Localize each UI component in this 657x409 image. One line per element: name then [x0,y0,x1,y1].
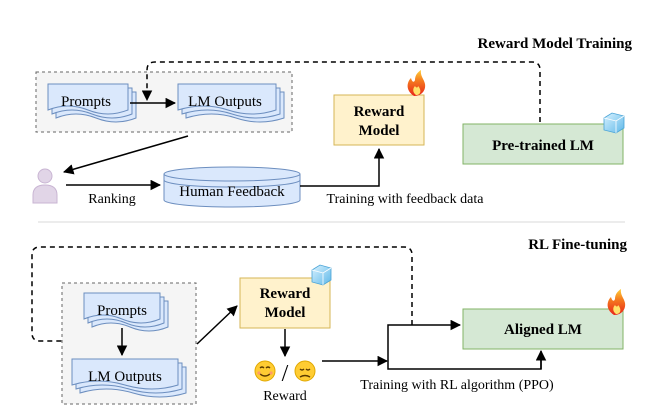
sad-face-icon [294,360,316,382]
outputs-to-user-arrow [62,135,189,175]
reward-model-label-bottom-line1: Reward [260,286,311,302]
pretrained-lm-box [462,123,624,165]
rl-prompts-label: Prompts [97,303,147,319]
fire-icon [407,70,426,96]
outputs-to-rl-reward-arrow [196,305,238,345]
rl-prompts-doc-stack: Prompts [83,292,169,332]
reward-label: Reward [263,389,307,404]
ice-cube-icon [311,264,332,286]
rl-lm-outputs-label: LM Outputs [88,369,162,385]
pretrained-to-outputs-dashed-arrow [141,61,541,122]
prompts-label: Prompts [61,94,111,110]
user-icon [32,168,58,204]
ranking-label: Ranking [88,192,135,207]
human-feedback-database: Human Feedback [163,166,301,208]
aligned-lm-box [462,308,624,350]
prompts-doc-stack: Prompts [47,83,137,123]
rl-training-label: Training with RL algorithm (PPO) [360,378,554,393]
emoji-slash: / [282,361,289,387]
reward-model-box-top [333,94,425,146]
reward-model-label-bottom-line2: Model [265,305,306,321]
human-feedback-label: Human Feedback [179,184,285,200]
reward-section-title: Reward Model Training [478,36,633,52]
lm-outputs-doc-stack: LM Outputs [177,83,285,123]
pretrained-lm-label: Pre-trained LM [492,138,594,154]
smiling-face-icon [254,360,276,382]
rl-section-title: RL Fine-tuning [528,237,627,253]
rl-lm-outputs-doc-stack: LM Outputs [71,358,187,398]
aligned-to-prompts-dashed-arrow [31,246,413,347]
ice-cube-icon [603,112,625,134]
reward-model-label-top-line1: Reward [354,104,405,120]
training-feedback-label: Training with feedback data [327,192,485,207]
reward-model-label-top-line2: Model [359,123,400,139]
aligned-lm-label: Aligned LM [504,322,582,338]
fire-icon [607,289,626,315]
lm-outputs-label: LM Outputs [188,94,262,110]
reward-model-box-bottom [239,277,331,329]
feedback-to-reward-arrow [300,147,385,187]
